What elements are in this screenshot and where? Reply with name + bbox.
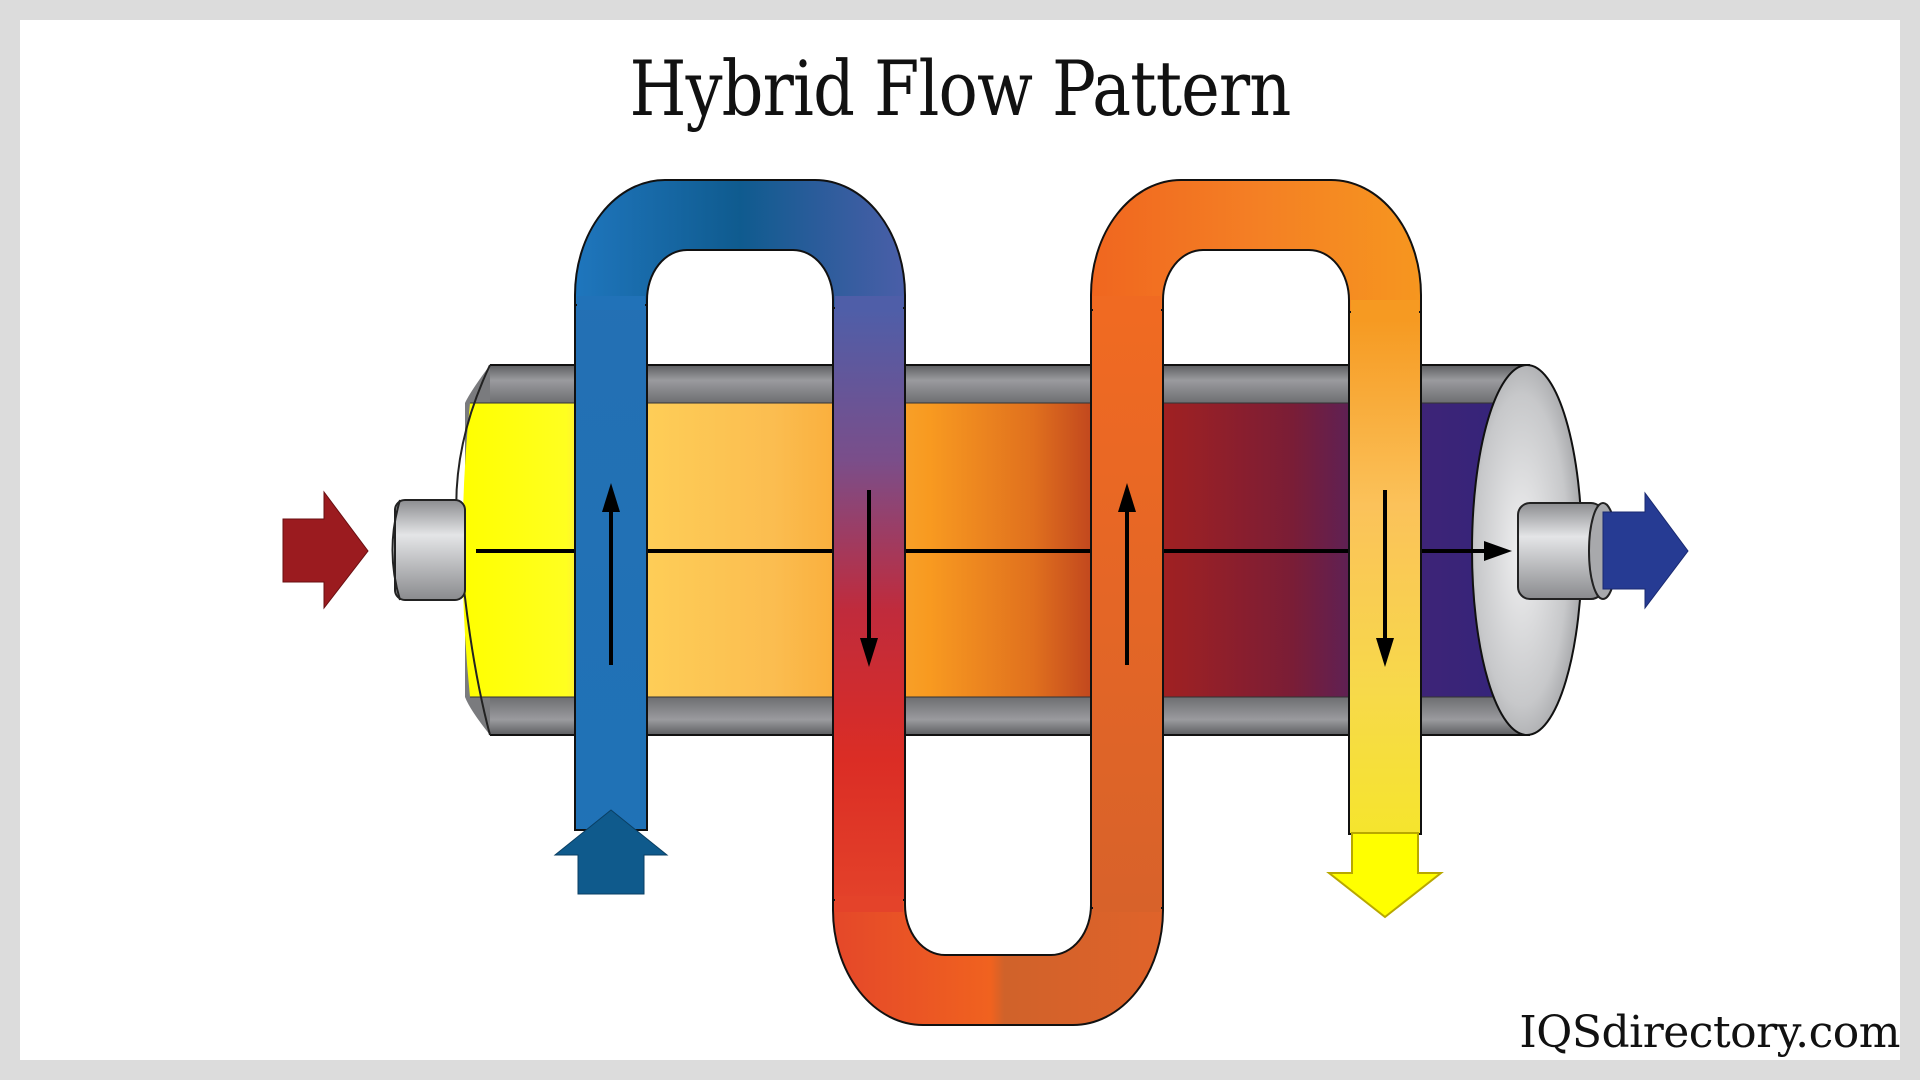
- tube-flow-arrow-down-2: [860, 490, 878, 667]
- tube-flow-arrow-up-1: [602, 483, 620, 665]
- tube-bottom-loop: [832, 899, 1164, 1026]
- shell-outlet-nozzle: [1517, 502, 1618, 600]
- tube-flow-arrow-down-4: [1376, 490, 1394, 667]
- tube-flow-arrow-up-3: [1118, 483, 1136, 665]
- tube-top-loop-2: [1090, 179, 1422, 316]
- diagram-title: Hybrid Flow Pattern: [629, 44, 1291, 133]
- tube-inlet-arrow: [553, 809, 669, 895]
- source-watermark: IQSdirectory.com: [1519, 1007, 1900, 1058]
- shell-inlet-arrow: [282, 490, 369, 610]
- tube-leg-4: [1348, 311, 1422, 835]
- tube-outlet-arrow: [1326, 832, 1444, 919]
- shell-inlet-nozzle: [391, 499, 466, 601]
- tube-top-loop-1: [574, 179, 906, 311]
- shell-outlet-arrow: [1602, 491, 1689, 610]
